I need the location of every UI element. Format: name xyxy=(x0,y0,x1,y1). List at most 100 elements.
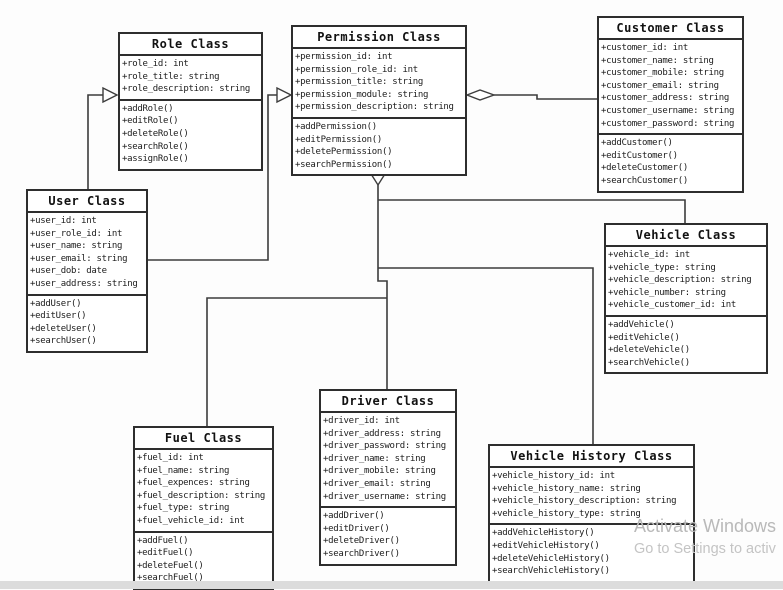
member-row: +customer_email: string xyxy=(601,80,719,91)
member-row: +addCustomer() xyxy=(601,138,673,149)
member-row: +fuel_expences: string xyxy=(137,478,250,489)
member-row: +fuel_name: string xyxy=(137,465,230,476)
member-row: +vehicle_number: string xyxy=(608,287,726,298)
class-attributes: +vehicle_history_id: int +vehicle_history… xyxy=(490,468,693,526)
class-title: Vehicle History Class xyxy=(490,446,693,468)
member-row: +vehicle_id: int xyxy=(608,250,690,260)
member-row: +deleteRole() xyxy=(122,128,189,139)
member-row: +addRole() xyxy=(122,103,174,114)
class-box-vehicle-history: Vehicle History Class +vehicle_history_i… xyxy=(488,444,695,583)
member-row: +addUser() xyxy=(30,298,82,309)
class-methods: +addCustomer()+editCustomer()+deleteCust… xyxy=(599,135,742,190)
member-row: +user_role_id: int xyxy=(30,228,123,239)
member-row: +role_description: string xyxy=(122,84,250,95)
member-row: +deletePermission() xyxy=(295,147,393,158)
class-methods: +addRole() +editRole()+deleteRole() +searc… xyxy=(120,101,261,169)
class-methods: +addDriver()+editDriver()+deleteDriver()… xyxy=(321,508,455,563)
member-row: +role_id: int xyxy=(122,59,189,69)
member-row: +user_name: string xyxy=(30,241,123,252)
class-methods: +addVehicle() +editVehicle() +deleteVehicl… xyxy=(606,317,766,372)
member-row: +customer_mobile: string xyxy=(601,68,724,79)
member-row: +permission_role_id: int xyxy=(295,64,418,75)
member-row: +permission_module: string xyxy=(295,89,429,100)
class-title: Driver Class xyxy=(321,391,455,413)
class-methods: +addUser() +editUser()+deleteUser() +searc… xyxy=(28,296,146,351)
class-box-role: Role Class +role_id: int+role_title: str… xyxy=(118,32,263,171)
member-row: +user_address: string xyxy=(30,278,138,289)
class-attributes: +user_id: int +user_role_id: int +user_nam… xyxy=(28,213,146,296)
class-title: Permission Class xyxy=(293,27,465,49)
class-attributes: +vehicle_id: int+vehicle_type: string+ve… xyxy=(606,247,766,317)
class-box-permission: Permission Class +permission_id: int+per… xyxy=(291,25,467,177)
class-attributes: +driver_id: int +driver_address: string +d… xyxy=(321,413,455,509)
member-row: +deleteVehicle() xyxy=(608,345,690,356)
member-row: +editVehicle() xyxy=(608,332,680,343)
class-attributes: +role_id: int +role_title: string +role_de… xyxy=(120,56,261,101)
connector-user-role xyxy=(87,94,103,189)
member-row: +permission_description: string xyxy=(295,102,454,113)
member-row: +addFuel() xyxy=(137,535,189,546)
class-attributes: +fuel_id: int +fuel_name: string +fuel_exp… xyxy=(135,450,272,533)
member-row: +searchVehicleHistory() xyxy=(492,566,610,577)
member-row: +editUser() xyxy=(30,311,87,322)
member-row: +searchUser() xyxy=(30,336,97,347)
member-row: +customer_username: string xyxy=(601,105,735,116)
member-row: +vehicle_history_name: string xyxy=(492,483,641,494)
connector-permission-fuel xyxy=(206,297,387,426)
class-methods: +addPermission() +editPermission() +delete… xyxy=(293,119,465,174)
connector-permission-driver xyxy=(377,185,388,389)
member-row: +role_title: string xyxy=(122,71,220,82)
member-row: +editRole() xyxy=(122,116,179,127)
member-row: +searchCustomer() xyxy=(601,175,689,186)
generalization-arrow-role-icon xyxy=(102,86,119,104)
member-row: +user_id: int xyxy=(30,216,97,226)
member-row: +vehicle_history_id: int xyxy=(492,471,615,481)
member-row: +vehicle_customer_id: int xyxy=(608,300,736,311)
member-row: +driver_username: string xyxy=(323,491,446,502)
class-title: Customer Class xyxy=(599,18,742,40)
class-box-vehicle: Vehicle Class +vehicle_id: int+vehicle_t… xyxy=(604,223,768,375)
member-row: +vehicle_history_description: string xyxy=(492,496,677,507)
aggregation-diamond-right-icon xyxy=(465,89,497,101)
member-row: +deleteVehicleHistory() xyxy=(492,553,610,564)
member-row: +addVehicle() xyxy=(608,319,675,330)
class-title: Fuel Class xyxy=(135,428,272,450)
member-row: +vehicle_history_type: string xyxy=(492,508,641,519)
member-row: +customer_address: string xyxy=(601,93,729,104)
member-row: +searchFuel() xyxy=(137,573,204,584)
member-row: +driver_name: string xyxy=(323,453,426,464)
member-row: +deleteFuel() xyxy=(137,560,204,571)
class-box-fuel: Fuel Class +fuel_id: int +fuel_name: stri… xyxy=(133,426,274,590)
connector-permission-customer xyxy=(494,94,597,100)
member-row: +fuel_description: string xyxy=(137,490,265,501)
member-row: +editFuel() xyxy=(137,548,194,559)
class-attributes: +permission_id: int +permission_role_id: … xyxy=(293,49,465,119)
member-row: +fuel_id: int xyxy=(137,453,204,463)
member-row: +searchPermission() xyxy=(295,159,393,170)
member-row: +driver_address: string xyxy=(323,428,441,439)
member-row: +driver_id: int xyxy=(323,416,400,426)
member-row: +searchVehicle() xyxy=(608,357,690,368)
class-attributes: +customer_id: int+customer_name: string+… xyxy=(599,40,742,136)
member-row: +customer_id: int xyxy=(601,43,689,53)
member-row: +deleteUser() xyxy=(30,323,97,334)
member-row: +fuel_type: string xyxy=(137,503,230,514)
member-row: +addPermission() xyxy=(295,121,377,132)
member-row: +deleteDriver() xyxy=(323,536,400,547)
class-box-driver: Driver Class +driver_id: int +driver_addr… xyxy=(319,389,457,566)
member-row: +permission_id: int xyxy=(295,52,393,62)
member-row: +fuel_vehicle_id: int xyxy=(137,515,245,526)
member-row: +editCustomer() xyxy=(601,150,678,161)
member-row: +driver_mobile: string xyxy=(323,466,436,477)
connector-permission-vehicle-history xyxy=(378,267,594,444)
class-methods: +addFuel() +editFuel()+deleteFuel() +searc… xyxy=(135,533,272,588)
member-row: +searchRole() xyxy=(122,141,189,152)
member-row: +editPermission() xyxy=(295,134,383,145)
member-row: +driver_email: string xyxy=(323,478,431,489)
class-methods: +addVehicleHistory()+editVehicleHistory(… xyxy=(490,525,693,580)
member-row: +editVehicleHistory() xyxy=(492,540,600,551)
connector-permission-vehicle xyxy=(378,199,686,223)
member-row: +user_email: string xyxy=(30,253,128,264)
connector-user-permission xyxy=(147,94,277,261)
